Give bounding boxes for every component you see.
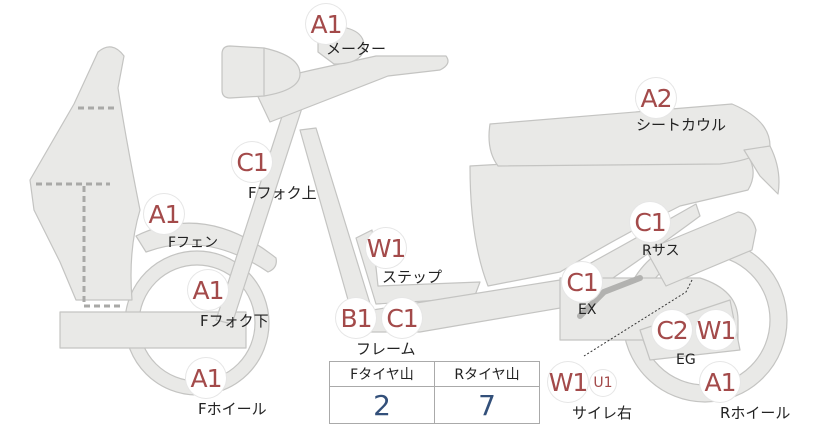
grade-badge-step: W1 [366,228,406,268]
grade-badge-frame-1: B1 [336,298,376,338]
grade-badge-meter: A1 [306,4,346,44]
part-label-meter: メーター [326,40,387,58]
grade-badge-f-wheel: A1 [186,358,226,398]
leader-line [583,279,693,357]
grade-badge-eg-1: C2 [652,310,692,350]
part-label-r-suspension: Rサス [642,243,680,259]
part-label-step: ステップ [382,268,443,286]
leg-shield-shape [29,46,141,301]
grade-badge-r-wheel: A1 [700,362,740,402]
grade-badge-seat-cowl: A2 [636,78,676,118]
part-label-seat-cowl: シートカウル [636,116,727,134]
part-label-f-fork-upper: Fフォク上 [248,184,317,202]
seat-shape [488,103,771,167]
table-header-row: Fタイヤ山 Rタイヤ山 [329,361,540,387]
grade-badge-ex: C1 [562,262,602,302]
grade-badge-muffler-right-2: U1 [590,370,616,396]
part-label-f-wheel: Fホイール [198,400,267,418]
part-label-frame: フレーム [356,340,416,358]
body-panel-shape [469,149,754,287]
tire-tread-table: Fタイヤ山 Rタイヤ山 2 7 [329,361,540,424]
grade-badge-frame-2: C1 [382,298,422,338]
headlight-cone-shape [263,47,301,97]
part-label-f-fender: Fフェン [168,235,219,251]
grade-badge-r-suspension: C1 [630,202,670,242]
value-r-tire-tread: 7 [434,386,540,424]
exhaust-pipe-shape [577,275,643,319]
part-label-f-fork-lower: Fフォク下 [200,312,269,330]
grade-badge-f-fender: A1 [144,194,184,234]
grade-badge-f-fork-upper: C1 [232,142,272,182]
rear-suspension-shape [645,211,757,287]
part-label-ex: EX [578,302,597,318]
grade-badge-eg-2: W1 [696,310,736,350]
step-floor-shape [355,229,481,305]
header-f-tire-tread: Fタイヤ山 [329,361,435,387]
front-fender-shape [135,222,277,273]
handlebar-shape [251,55,449,123]
lower-body-shape [59,311,247,349]
grade-badge-muffler-right-1: W1 [548,362,588,402]
down-tube-shape [299,127,373,315]
header-r-tire-tread: Rタイヤ山 [434,361,540,387]
value-f-tire-tread: 2 [329,386,435,424]
part-label-muffler-right: サイレ右 [572,404,633,422]
headlight-shape [221,45,269,99]
seam-3 [82,186,124,308]
table-row: 2 7 [329,386,540,424]
part-label-r-wheel: Rホイール [720,404,791,422]
tail-shape [743,145,780,195]
grade-badge-f-fork-lower: A1 [188,270,228,310]
part-label-eg: EG [676,352,696,368]
